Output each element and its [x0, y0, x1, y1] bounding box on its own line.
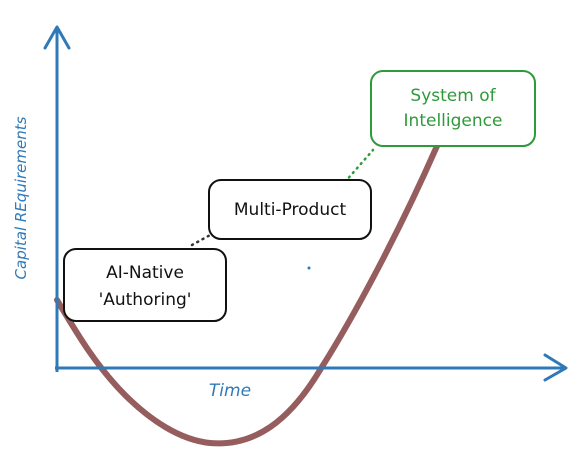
x-axis-arrowhead — [543, 353, 568, 382]
stage-box-system-of-intelligence: System of Intelligence — [370, 70, 536, 147]
connector-multi-to-system — [343, 148, 375, 184]
stage-label-system-line-2: Intelligence — [404, 111, 503, 131]
y-axis-arrowhead — [43, 25, 71, 50]
stray-dot — [307, 266, 311, 270]
x-axis — [55, 353, 568, 382]
connector-ai-to-multi — [190, 232, 214, 247]
stage-label-system-line-1: System of — [410, 86, 496, 106]
capital-curve — [54, 143, 440, 447]
stage-box-ai-native: AI-Native 'Authoring' — [63, 248, 227, 322]
y-axis — [43, 25, 71, 372]
stage-box-multi-product: Multi-Product — [208, 179, 372, 240]
y-axis-label: Capital REquirements — [12, 116, 30, 279]
stage-label-multi-product: Multi-Product — [234, 200, 347, 220]
stage-label-ai-native-line-2: 'Authoring' — [99, 290, 192, 310]
x-axis-label: Time — [209, 381, 251, 401]
stage-label-ai-native-line-1: AI-Native — [106, 263, 184, 283]
